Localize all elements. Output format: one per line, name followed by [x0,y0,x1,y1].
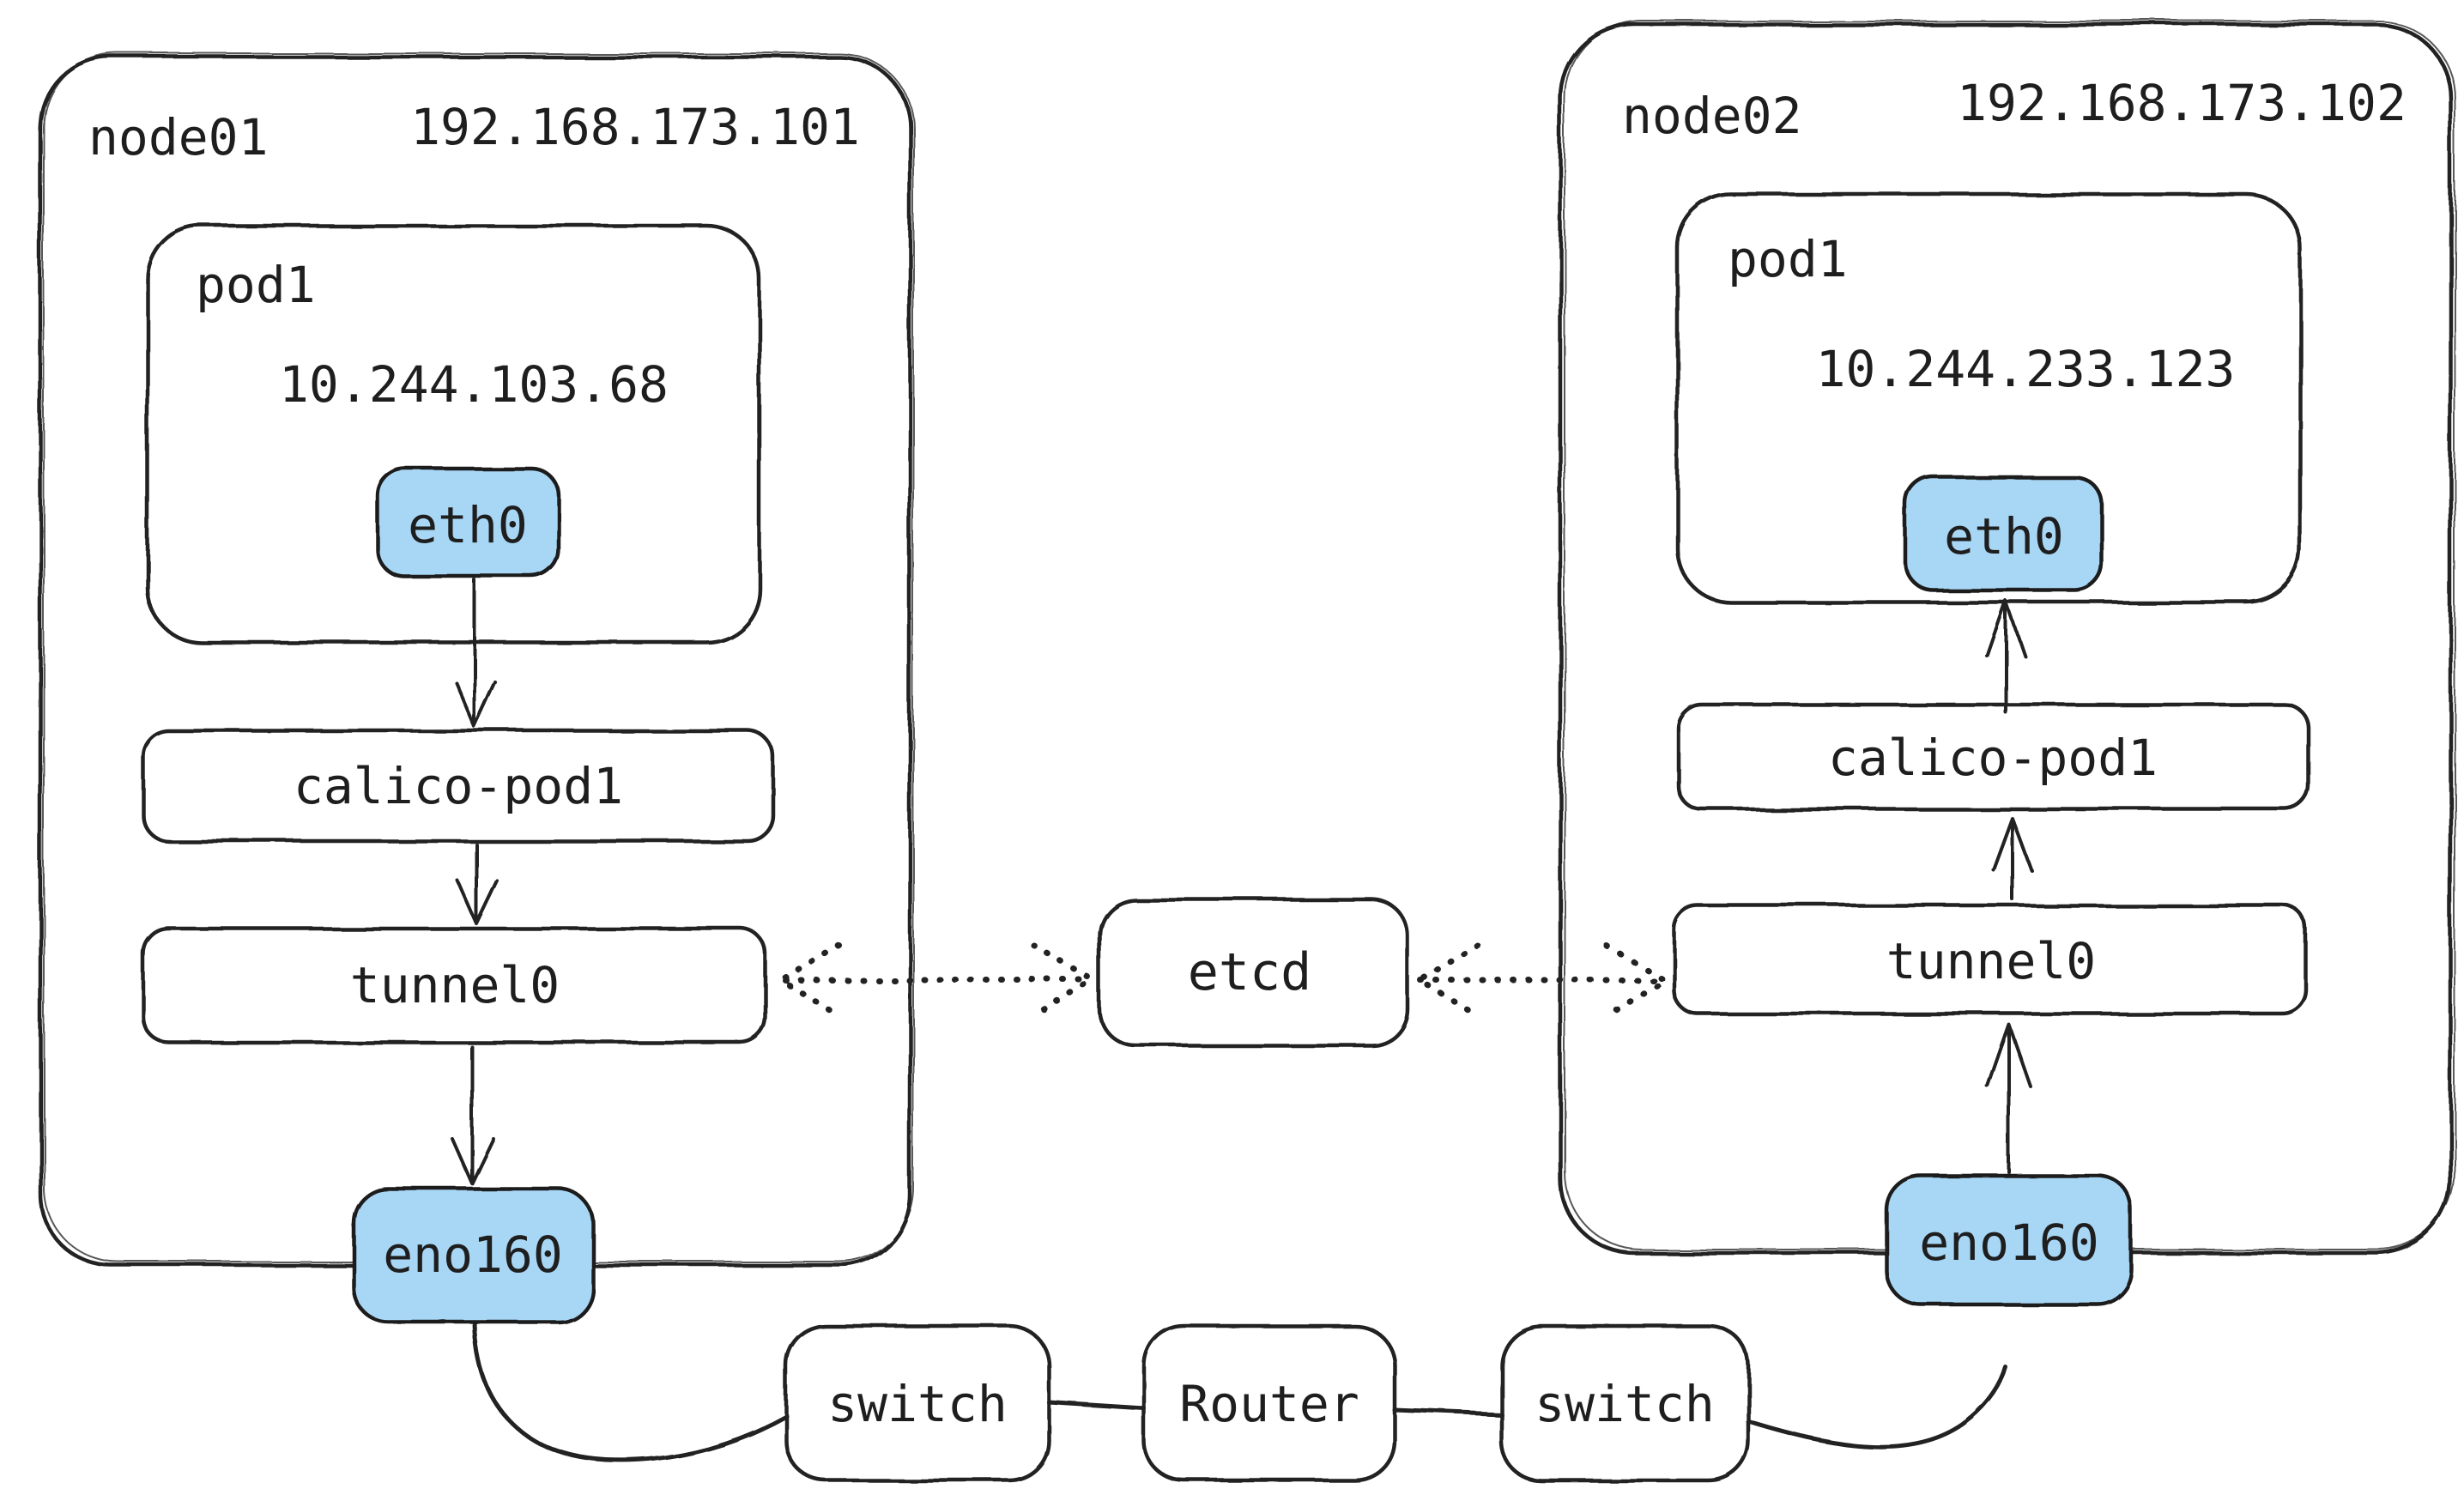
node02-tunnel-box [1671,903,2309,1016]
node02-eth0-label: eth0 [1944,507,2064,566]
link-router-to-switch [1392,1407,1504,1417]
node02-calico-label: calico-pod1 [1828,729,2158,787]
arrow-calico-to-eth0-icon [1985,599,2026,714]
arrow-eth0-to-calico-icon [454,578,497,729]
node01-calico-box [141,729,776,844]
node02-ip: 192.168.173.102 [1957,74,2406,132]
node01-pod-title: pod1 [196,256,316,314]
dotted-arrow-tunnel0-etcd-left-icon [775,942,1099,1020]
node02-calico-box [1675,702,2311,812]
switch-left-label: switch [827,1375,1008,1433]
arrow-calico-to-tunnel-icon [456,843,499,925]
link-switch-to-router [1046,1400,1147,1411]
link-eno160-left-to-switch [472,1321,789,1462]
node01-tunnel-label: tunnel0 [350,956,560,1014]
node02-pod-title: pod1 [1728,230,1848,288]
arrow-tunnel-to-calico-icon [1992,817,2033,901]
node02-eth0-box [1904,475,2104,593]
node01-tunnel-box [141,926,768,1045]
node02-tunnel-label: tunnel0 [1886,932,2096,990]
arrow-tunnel-to-eno160-icon [451,1045,495,1185]
node01-eno160-label: eno160 [383,1226,563,1284]
switch-right-label: switch [1535,1375,1715,1433]
node01-eth0-label: eth0 [408,496,528,554]
dotted-arrow-etcd-tunnel0-right-icon [1414,942,1671,1020]
etcd-label: etcd [1188,942,1312,1002]
node02-pod-box [1675,192,2303,605]
link-switch-to-eno160-right [1746,1365,2008,1450]
node01-ip: 192.168.173.101 [410,98,860,156]
router-label: Router [1179,1375,1359,1433]
node02-pod-ip: 10.244.233.123 [1816,340,2236,398]
switch-right-box [1498,1323,1751,1483]
etcd-box [1097,897,1410,1048]
node01-pod-box [145,223,762,645]
node02-title: node02 [1622,87,1802,145]
arrow-eno160-to-tunnel-icon [1986,1023,2032,1174]
node02-eno160-box [1884,1173,2134,1307]
node01-calico-label: calico-pod1 [294,757,623,815]
router-box [1141,1323,1397,1483]
node01-eno160-box [351,1186,595,1324]
node01-title: node01 [88,108,269,166]
node01-eth0-box [375,466,561,579]
node01-pod-ip: 10.244.103.68 [279,355,669,414]
node02-eno160-label: eno160 [1919,1214,2099,1272]
